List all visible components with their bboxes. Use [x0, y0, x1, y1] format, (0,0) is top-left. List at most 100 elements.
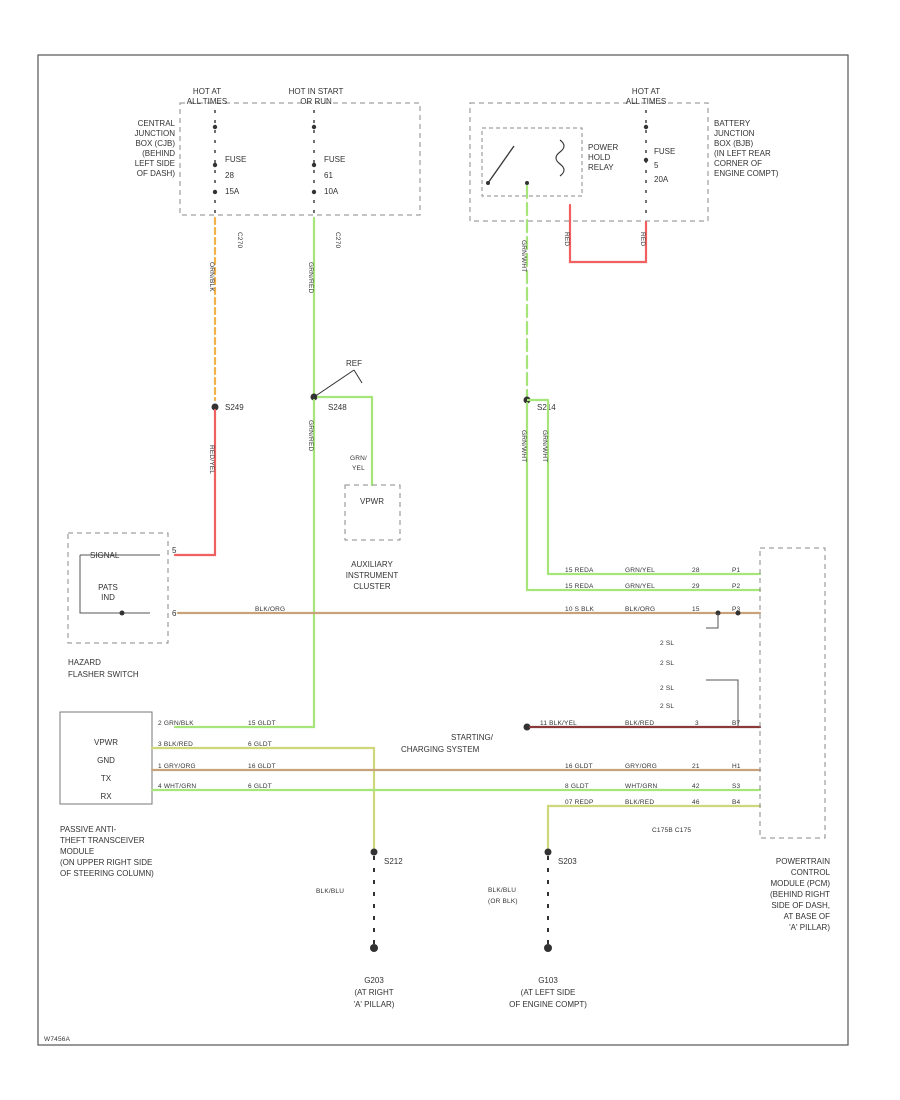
relay-contact-a [486, 181, 490, 185]
starting-label-0: STARTING/ [451, 733, 494, 742]
pats-row-3-left: 4 WHT/GRN [158, 783, 196, 790]
wire-aux-cluster [316, 395, 374, 487]
splice-s203-label: S203 [558, 857, 577, 866]
relay-text-2: RELAY [588, 163, 614, 172]
wire-pats-gnd [150, 746, 376, 850]
pats-ind-node [119, 610, 125, 616]
hazard-internal [79, 555, 150, 614]
pcm-row-0-left: 15 REDA [565, 567, 594, 574]
pcm-label-3: (BEHIND RIGHT [770, 890, 830, 899]
ground-g203 [370, 944, 378, 952]
pats-ind-bg [84, 578, 134, 604]
pats-module: VPWR GND TX RX 2 GRN/BLK 15 GLDT 3 BLK/R… [59, 711, 276, 878]
splice-s249 [211, 403, 219, 411]
wire-green-right-a-label: GRN/WHT [520, 430, 527, 462]
g103-0: G103 [538, 976, 558, 985]
pcm-lower-2-pin: 46 [692, 799, 700, 806]
fuse-5-text-2: 20A [654, 175, 669, 184]
splice-s249-label: S249 [225, 403, 244, 412]
cjb-conn-a: C270 [236, 232, 243, 249]
pcm-lower-2-mid: BLK/RED [625, 799, 654, 806]
starting-pin: 3 [695, 720, 699, 727]
pats-pin-3: RX [100, 792, 112, 801]
pats-row-2-mid: 16 GLDT [248, 763, 276, 770]
fuse-5-node-top [643, 124, 649, 130]
diagram-footer-code: W7456A [44, 1036, 71, 1043]
wire-green-right-b-label: GRN/WHT [541, 430, 548, 462]
bjb-label-1: JUNCTION [714, 129, 755, 138]
hazard-flasher-switch: SIGNAL PATS IND 5 6 HAZARD FLASHER SWITC… [67, 532, 177, 679]
ground-g103 [544, 944, 552, 952]
pcm-row-0-mid: GRN/YEL [625, 567, 655, 574]
bjb-outline [469, 102, 709, 222]
aux-wire-label-b: YEL [352, 465, 365, 472]
pcm-lower-1-mid: WHT/GRN [625, 783, 658, 790]
hazard-pin-a: 5 [172, 546, 177, 555]
starting-mid: BLK/RED [625, 720, 654, 727]
powertrain-control-module: C175B C175 POWERTRAIN CONTROL MODULE (PC… [652, 547, 831, 932]
pcm-junction-b [735, 610, 741, 616]
cjb-label-5: OF DASH) [137, 169, 176, 178]
pats-row-2-left: 1 GRY/ORG [158, 763, 196, 770]
aux-instrument-cluster: VPWR AUXILIARY INSTRUMENT CLUSTER [344, 484, 401, 591]
fuse-b-text-2: 10A [324, 187, 339, 196]
relay-coil [555, 139, 565, 177]
hazard-label-0: HAZARD [68, 658, 101, 667]
cjb-label-4: LEFT SIDE [135, 159, 175, 168]
pats-pin-1: GND [97, 756, 115, 765]
hot-always-right-1: ALL TIMES [626, 97, 666, 106]
pcm-row-0-pin: 28 [692, 567, 700, 574]
pcm-lower-1-pin: 42 [692, 783, 700, 790]
pcm-lower-1-right: S3 [732, 783, 741, 790]
pcm-connectors: C175B C175 [652, 827, 691, 834]
pcm-label-6: 'A' PILLAR) [789, 923, 830, 932]
fuse-a-node-mid [212, 162, 218, 168]
pcm-row-2-pin: 15 [692, 606, 700, 613]
fuse-5-text-0: FUSE [654, 147, 675, 156]
cjb-label-3: (BEHIND [142, 149, 175, 158]
starting-charging-row: STARTING/ CHARGING SYSTEM 11 BLK/YEL BLK… [401, 720, 762, 754]
wire-green-label: GRN/RED [307, 262, 314, 293]
ground-right-wire-0: BLK/BLU [488, 887, 516, 894]
wire-green-mid-label: GRN/RED [307, 420, 314, 451]
hot-run-start-1: OR RUN [300, 97, 332, 106]
pcm-lower-2-left: 07 REDP [565, 799, 594, 806]
ref-marker: REF [346, 359, 362, 368]
ref-leader-b [353, 369, 363, 384]
splice-s212-label: S212 [384, 857, 403, 866]
fuse-b-node-mid [311, 162, 317, 168]
pcm-lower-rows: 16 GLDT GRY/ORG 21 H1 8 GLDT WHT/GRN 42 … [565, 763, 741, 806]
splice-s212 [370, 848, 378, 856]
pcm-lower-0-right: H1 [732, 763, 741, 770]
g203-2: 'A' PILLAR) [354, 1000, 395, 1009]
pats-module-outline [59, 711, 153, 805]
pcm-note-3: 2 SL [660, 703, 674, 710]
pcm-label-0: POWERTRAIN [776, 857, 830, 866]
power-hold-relay [481, 127, 583, 197]
splice-s214-label: S214 [537, 403, 556, 412]
starting-right: B7 [732, 720, 741, 727]
pats-row-1-left: 3 BLK/RED [158, 741, 193, 748]
pats-label-1: THEFT TRANSCEIVER [60, 836, 145, 845]
g103-2: OF ENGINE COMPT) [509, 1000, 587, 1009]
relay-switch-arm [487, 145, 515, 184]
hazard-outline [67, 532, 169, 644]
relay-contact-b [525, 181, 529, 185]
hot-always-right-0: HOT AT [632, 87, 660, 96]
starting-label-1: CHARGING SYSTEM [401, 745, 480, 754]
wire-green-right-label: GRN/WHT [520, 240, 527, 272]
aux-cluster-label-0: AUXILIARY [351, 560, 393, 569]
relay-text-1: HOLD [588, 153, 610, 162]
pats-row-3-mid: 6 GLDT [248, 783, 272, 790]
pcm-outline [759, 547, 826, 839]
ground-right: S203 BLK/BLU (OR BLK) G103 (AT LEFT SIDE… [488, 848, 587, 1009]
pcm-note-0: 2 SL [660, 640, 674, 647]
bjb-label-5: ENGINE COMPT) [714, 169, 779, 178]
pats-label-0: PASSIVE ANTI- [60, 825, 117, 834]
wire-red-mid-label: RED/YEL [208, 445, 215, 474]
ref-leader-a [313, 369, 355, 398]
central-junction-box: CENTRAL JUNCTION BOX (CJB) (BEHIND LEFT … [135, 87, 421, 249]
pats-row-1-mid: 6 GLDT [248, 741, 272, 748]
pcm-label-1: CONTROL [791, 868, 831, 877]
aux-cluster-outline [344, 484, 401, 541]
